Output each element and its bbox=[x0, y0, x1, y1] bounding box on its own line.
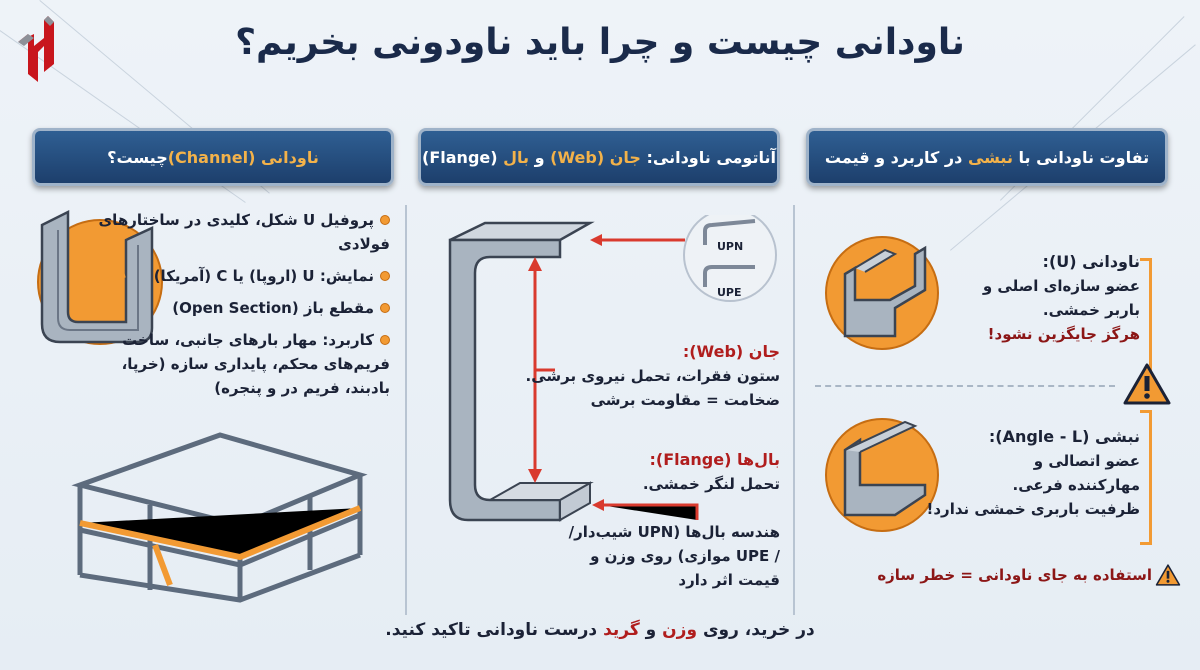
bullet-text: نمایش: U (اروپا) یا C (آمریکا) bbox=[153, 267, 374, 285]
bullet-dot-icon bbox=[380, 215, 390, 225]
page-title: ناودانی چیست و چرا باید ناودونی بخریم؟ bbox=[235, 22, 965, 63]
steel-frame-building-illustration bbox=[71, 432, 368, 603]
angle-l-icon bbox=[825, 418, 939, 532]
column-divider bbox=[405, 205, 407, 615]
header-text: تفاوت ناودانی با bbox=[1018, 147, 1150, 167]
header-text: و bbox=[534, 147, 545, 167]
column-divider bbox=[793, 205, 795, 615]
dashed-divider bbox=[815, 385, 1115, 387]
flange-arrow-bottom bbox=[600, 503, 699, 520]
brand-logo bbox=[18, 16, 54, 82]
note-line: / UPE موازی) روی وزن و bbox=[590, 547, 780, 565]
tip-text: درست ناودانی تاکید کنید. bbox=[385, 620, 604, 640]
bracket bbox=[1140, 410, 1152, 545]
tip-highlight: گرید bbox=[603, 620, 640, 640]
channel-line: باربر خمشی. bbox=[1042, 301, 1140, 319]
upn-label: UPN bbox=[717, 240, 744, 253]
header-anatomy: آناتومی ناودانی: جان (Web) و بال (Flange… bbox=[418, 128, 780, 186]
warning-icon bbox=[1123, 363, 1171, 405]
structural-risk-warning: استفاده به جای ناودانی = خطر سازه bbox=[877, 566, 1152, 584]
flange-line: تحمل لنگر خمشی. bbox=[642, 475, 780, 493]
purchase-tip: در خرید، روی وزن و گرید درست ناودانی تاک… bbox=[0, 620, 1200, 640]
web-height-arrow bbox=[533, 265, 555, 475]
web-title: جان (Web): bbox=[682, 342, 780, 361]
header-comparison: تفاوت ناودانی با نبشی در کاربرد و قیمت bbox=[806, 128, 1168, 186]
bullet-dot-icon bbox=[380, 303, 390, 313]
header-what-is-channel: ناودانی (Channel) چیست؟ bbox=[32, 128, 394, 186]
header-highlight: نبشی bbox=[967, 147, 1013, 167]
bullet-text: کاربرد: مهار بارهای جانبی، ساخت فریم‌های… bbox=[121, 331, 390, 397]
bullet-item: نمایش: U (اروپا) یا C (آمریکا) bbox=[90, 264, 390, 288]
header-highlight: جان (Web) bbox=[550, 147, 641, 167]
header-text: چیست؟ bbox=[107, 147, 168, 167]
channel-line: عضو سازه‌ای اصلی و bbox=[982, 277, 1140, 295]
warning-icon bbox=[1155, 564, 1181, 586]
channel-u-icon bbox=[825, 236, 939, 350]
upn-upe-inset bbox=[683, 215, 777, 302]
angle-line: ظرفیت باربری خمشی ندارد! bbox=[926, 500, 1140, 518]
web-line: ستون فقرات، تحمل نیروی برشی. bbox=[525, 367, 780, 385]
flange-description: بال‌ها (Flange): تحمل لنگر خمشی. bbox=[520, 448, 780, 496]
header-text: در کاربرد و قیمت bbox=[824, 147, 963, 167]
header-highlight: ناودانی (Channel) bbox=[167, 147, 319, 167]
bullet-text: پروفیل U شکل، کلیدی در ساختارهای فولادی bbox=[98, 211, 390, 253]
note-line: قیمت اثر دارد bbox=[678, 571, 780, 589]
angle-line: مهارکننده فرعی. bbox=[1012, 476, 1140, 494]
header-text: (Flange) bbox=[422, 147, 498, 167]
channel-cross-section-diagram bbox=[448, 215, 777, 522]
angle-line: عضو اتصالی و bbox=[1033, 452, 1140, 470]
bullet-dot-icon bbox=[380, 335, 390, 345]
bullet-dot-icon bbox=[380, 271, 390, 281]
flange-title: بال‌ها (Flange): bbox=[649, 450, 780, 469]
tip-text: در خرید، روی bbox=[697, 620, 815, 640]
channel-profile-icon bbox=[37, 209, 163, 345]
geometry-note: هندسه بال‌ها (UPN شیب‌دار/ / UPE موازی) … bbox=[520, 520, 780, 592]
channel-title: ناودانی (U): bbox=[1042, 252, 1140, 271]
web-description: جان (Web): ستون فقرات، تحمل نیروی برشی. … bbox=[520, 340, 780, 412]
angle-comparison-text: نبشی (Angle - L): عضو اتصالی و مهارکننده… bbox=[920, 425, 1140, 521]
bullet-item: پروفیل U شکل، کلیدی در ساختارهای فولادی bbox=[90, 208, 390, 256]
bullet-item: کاربرد: مهار بارهای جانبی، ساخت فریم‌های… bbox=[90, 328, 390, 400]
header-text: آناتومی ناودانی: bbox=[646, 147, 776, 167]
upe-label: UPE bbox=[717, 286, 742, 299]
channel-warning: هرگز جایگزین نشود! bbox=[987, 325, 1140, 343]
bullet-item: مقطع باز (Open Section) bbox=[90, 296, 390, 320]
header-highlight: بال bbox=[503, 147, 530, 167]
web-line: ضخامت = مقاومت برشی bbox=[590, 391, 780, 409]
tip-highlight: وزن bbox=[662, 620, 698, 640]
note-line: هندسه بال‌ها (UPN شیب‌دار/ bbox=[568, 523, 780, 541]
angle-title: نبشی (Angle - L): bbox=[988, 427, 1140, 446]
tip-text: و bbox=[639, 620, 663, 640]
channel-comparison-text: ناودانی (U): عضو سازه‌ای اصلی و باربر خم… bbox=[940, 250, 1140, 346]
bullet-text: مقطع باز (Open Section) bbox=[172, 299, 374, 317]
